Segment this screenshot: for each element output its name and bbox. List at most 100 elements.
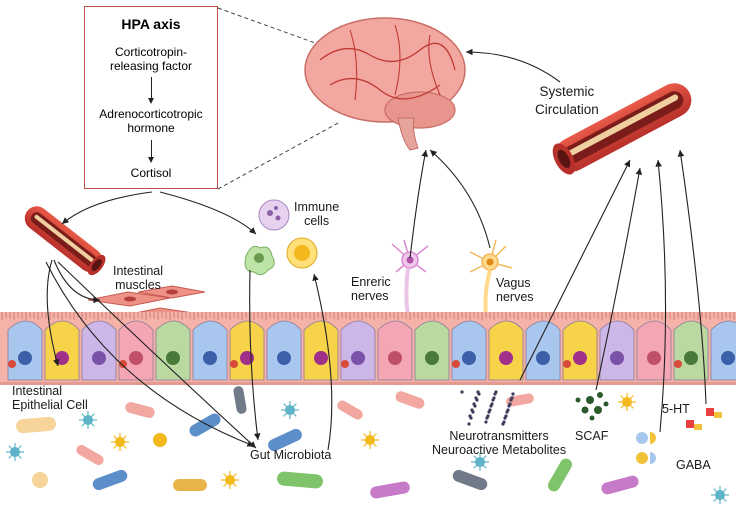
cell-nucleus <box>499 351 513 365</box>
arrow-circulation-to-brain <box>465 48 561 83</box>
bacterium <box>601 475 639 495</box>
bacterium <box>92 469 128 491</box>
neurotransmitter-dot <box>487 410 491 414</box>
arrow-vessel-to-muscle <box>53 259 101 304</box>
hpa-arrow-2 <box>148 140 154 163</box>
neurotransmitter-dot <box>484 420 488 424</box>
microbe-body <box>715 490 725 500</box>
cell-nucleus <box>351 351 365 365</box>
neurotransmitter-dot <box>485 416 489 420</box>
neurotransmitter-dot <box>501 422 505 426</box>
epithelial-cell <box>525 320 561 381</box>
gut-microbiota-icons <box>6 386 729 504</box>
arrow-5ht-to-circulation <box>677 149 707 405</box>
red-blood-cell <box>119 360 127 368</box>
cell-nucleus <box>240 351 254 365</box>
microbe-body <box>83 415 93 425</box>
cell-nucleus <box>610 351 624 365</box>
cell-nucleus <box>573 351 587 365</box>
epithelial-cell <box>340 320 376 381</box>
dashed-connector-top <box>217 7 319 45</box>
arrow-gaba-to-circulation <box>655 159 667 433</box>
epithelial-cell <box>303 320 339 381</box>
cell-nucleus <box>18 351 32 365</box>
spiky-microbe <box>618 393 636 411</box>
cell-nucleus <box>684 351 698 365</box>
arrow-vagus-to-brain <box>429 149 491 249</box>
microbe-body <box>622 397 632 407</box>
immune-cells-icon <box>244 199 318 276</box>
neurotransmitter-dot <box>505 410 509 414</box>
microbe-body <box>365 435 375 445</box>
microbe-body <box>285 405 295 415</box>
neurotransmitter-dot <box>470 408 474 412</box>
arrow-vessel-to-microbiota-2 <box>45 261 255 447</box>
arrow-microbiota-to-immune <box>312 273 333 451</box>
arrow-neurotransmitter-to-circulation <box>519 159 631 381</box>
neurotransmitter-dot <box>467 422 471 426</box>
cell-nucleus <box>647 351 661 365</box>
neurotransmitter-dot <box>489 404 493 408</box>
epithelial-cell <box>118 320 154 381</box>
epithelium-layer <box>0 312 736 385</box>
neurotransmitter-dot <box>511 392 515 396</box>
label-5ht: 5-HT <box>662 402 690 416</box>
epithelial-cell <box>377 320 413 381</box>
label-gaba: GABA <box>676 458 711 472</box>
epithelial-cell <box>599 320 635 381</box>
spiky-microbe <box>471 453 489 471</box>
microbe-body <box>115 437 125 447</box>
bacterium <box>189 413 221 437</box>
epithelial-cell <box>414 320 450 381</box>
epithelial-cell <box>488 320 524 381</box>
label-scaf: SCAF <box>575 429 609 443</box>
systemic-vessel-icon <box>552 83 692 175</box>
red-blood-cell <box>341 360 349 368</box>
microbe-body <box>475 457 485 467</box>
spiky-microbe <box>281 401 299 419</box>
bacterium <box>233 386 247 414</box>
cell-nucleus <box>166 351 180 365</box>
arrow-scaf-to-circulation <box>595 167 643 391</box>
spiky-microbe <box>221 471 239 489</box>
local-vessel-icon <box>24 206 106 276</box>
epithelial-cell <box>155 320 191 381</box>
spiky-microbe <box>79 411 97 429</box>
gaba-molecules <box>636 432 656 464</box>
bacterium <box>337 400 363 420</box>
neurotransmitter-dot <box>468 414 472 418</box>
red-blood-cell <box>230 360 238 368</box>
scaf-dots <box>575 392 609 421</box>
cell-nucleus <box>536 351 550 365</box>
neurotransmitter-dot <box>507 404 511 408</box>
neurotransmitter-dots <box>460 390 515 426</box>
neurotransmitter-dot <box>493 392 497 396</box>
microbe-body <box>225 475 235 485</box>
neurotransmitter-dot <box>472 402 476 406</box>
cell-nucleus <box>203 351 217 365</box>
epithelial-cell <box>451 320 487 381</box>
red-blood-cell <box>8 360 16 368</box>
hpa-step-crf: Corticotropin-releasing factor <box>85 45 217 73</box>
arrow-hpa-to-immune <box>159 191 257 235</box>
neurotransmitter-dot <box>509 398 513 402</box>
bacterium <box>370 481 410 499</box>
spiky-microbe <box>711 486 729 504</box>
red-blood-cell <box>452 360 460 368</box>
neurotransmitter-dot <box>474 396 478 400</box>
neurotransmitter-dot <box>460 390 464 394</box>
epithelial-cell <box>229 320 265 381</box>
bacterium <box>277 471 323 489</box>
5ht-molecules <box>686 408 722 430</box>
cell-nucleus <box>129 351 143 365</box>
cell-nucleus <box>314 351 328 365</box>
